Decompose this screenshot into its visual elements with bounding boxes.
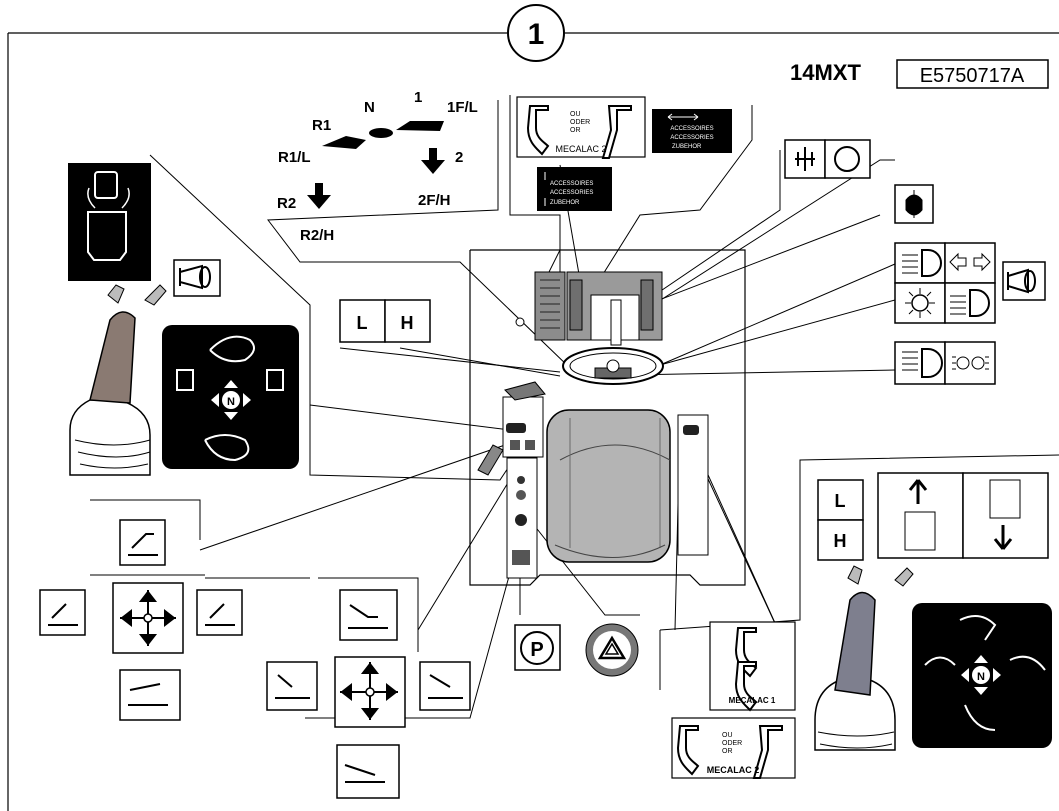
gear-1f: 1F/L	[447, 99, 478, 116]
gear-r1: R1	[312, 117, 331, 134]
speed-left-h: H	[401, 313, 414, 333]
model-label: 14MXT	[790, 60, 861, 85]
bucket-tilt-icon	[68, 163, 151, 281]
steering-column	[516, 272, 663, 384]
right-armrest	[678, 415, 708, 555]
mecalac2-oder: ODER	[570, 119, 590, 126]
gear-2: 2	[455, 149, 463, 166]
speed-right-l: L	[835, 491, 846, 511]
mecalac1-caption: MECALAC 1	[729, 696, 776, 705]
acc-h-fr: ACCESSOIRES	[670, 126, 713, 132]
horn-icon-left	[174, 260, 220, 296]
gear-r2h: R2/H	[300, 227, 334, 244]
speed-range-box-left: L H	[340, 300, 430, 342]
steering-mode-box	[878, 473, 1048, 558]
mecalac2b-ou: OU	[722, 732, 733, 739]
parking-letter: P	[530, 639, 543, 661]
mecalac2-or: OR	[570, 127, 581, 134]
acc-v-de: ZUBEHOR	[550, 200, 580, 206]
mecalac2-ou: OU	[570, 111, 581, 118]
acc-v-en: ACCESSORIES	[550, 190, 593, 196]
callout-label: 1	[528, 18, 545, 51]
mecalac-2-label-top: OU ODER OR MECALAC 2	[517, 97, 645, 158]
gear-r1l: R1/L	[278, 149, 311, 166]
left-joystick-pattern: N	[162, 325, 299, 469]
accessories-label-horizontal: ACCESSOIRES ACCESSORIES ZUBEHOR	[652, 109, 732, 153]
horn-icon-right	[1003, 262, 1045, 300]
accessories-label-vertical: ACCESSOIRES ACCESSORIES ZUBEHOR	[537, 167, 612, 211]
speed-range-box-right: L H	[818, 480, 863, 560]
right-joystick-n: N	[977, 671, 985, 683]
acc-h-en: ACCESSORIES	[670, 135, 713, 141]
mecalac2b-or: OR	[722, 748, 733, 755]
mecalac2b-oder: ODER	[722, 740, 742, 747]
right-joystick	[815, 566, 913, 750]
acc-h-de: ZUBEHOR	[672, 144, 702, 150]
speed-left-l: L	[357, 313, 368, 333]
speed-right-h: H	[834, 531, 847, 551]
reference-code: E5750717A	[920, 65, 1025, 87]
gear-pattern: R1 N 1 1F/L R1/L 2 R2 2F/H R2/H	[277, 89, 478, 244]
light-icons-grid	[895, 243, 995, 323]
mecalac2b-caption: MECALAC 2	[707, 765, 760, 775]
operator-seat	[547, 410, 670, 562]
headlight-dip-icon	[895, 342, 995, 384]
arm-control-group-left	[40, 520, 242, 720]
arm-control-group-center	[267, 590, 470, 798]
gear-2f: 2F/H	[418, 192, 451, 209]
left-joystick-n: N	[227, 396, 235, 408]
left-joystick	[70, 285, 166, 475]
parking-brake-icon: P	[515, 625, 560, 670]
gear-1: 1	[414, 89, 422, 106]
mecalac-1-label: MECALAC 1	[710, 622, 795, 710]
right-joystick-pattern: N	[912, 603, 1052, 748]
brake-icon-pair	[785, 140, 870, 178]
mecalac2-caption: MECALAC 2	[555, 144, 606, 154]
hazard-icon	[586, 624, 638, 676]
gear-r2: R2	[277, 195, 296, 212]
acc-v-fr: ACCESSOIRES	[550, 181, 593, 187]
callout-number: 1	[508, 5, 564, 61]
gear-n: N	[364, 99, 375, 116]
wiper-icon	[895, 185, 933, 223]
mecalac-2-label-bottom: OU ODER OR MECALAC 2	[672, 718, 795, 778]
